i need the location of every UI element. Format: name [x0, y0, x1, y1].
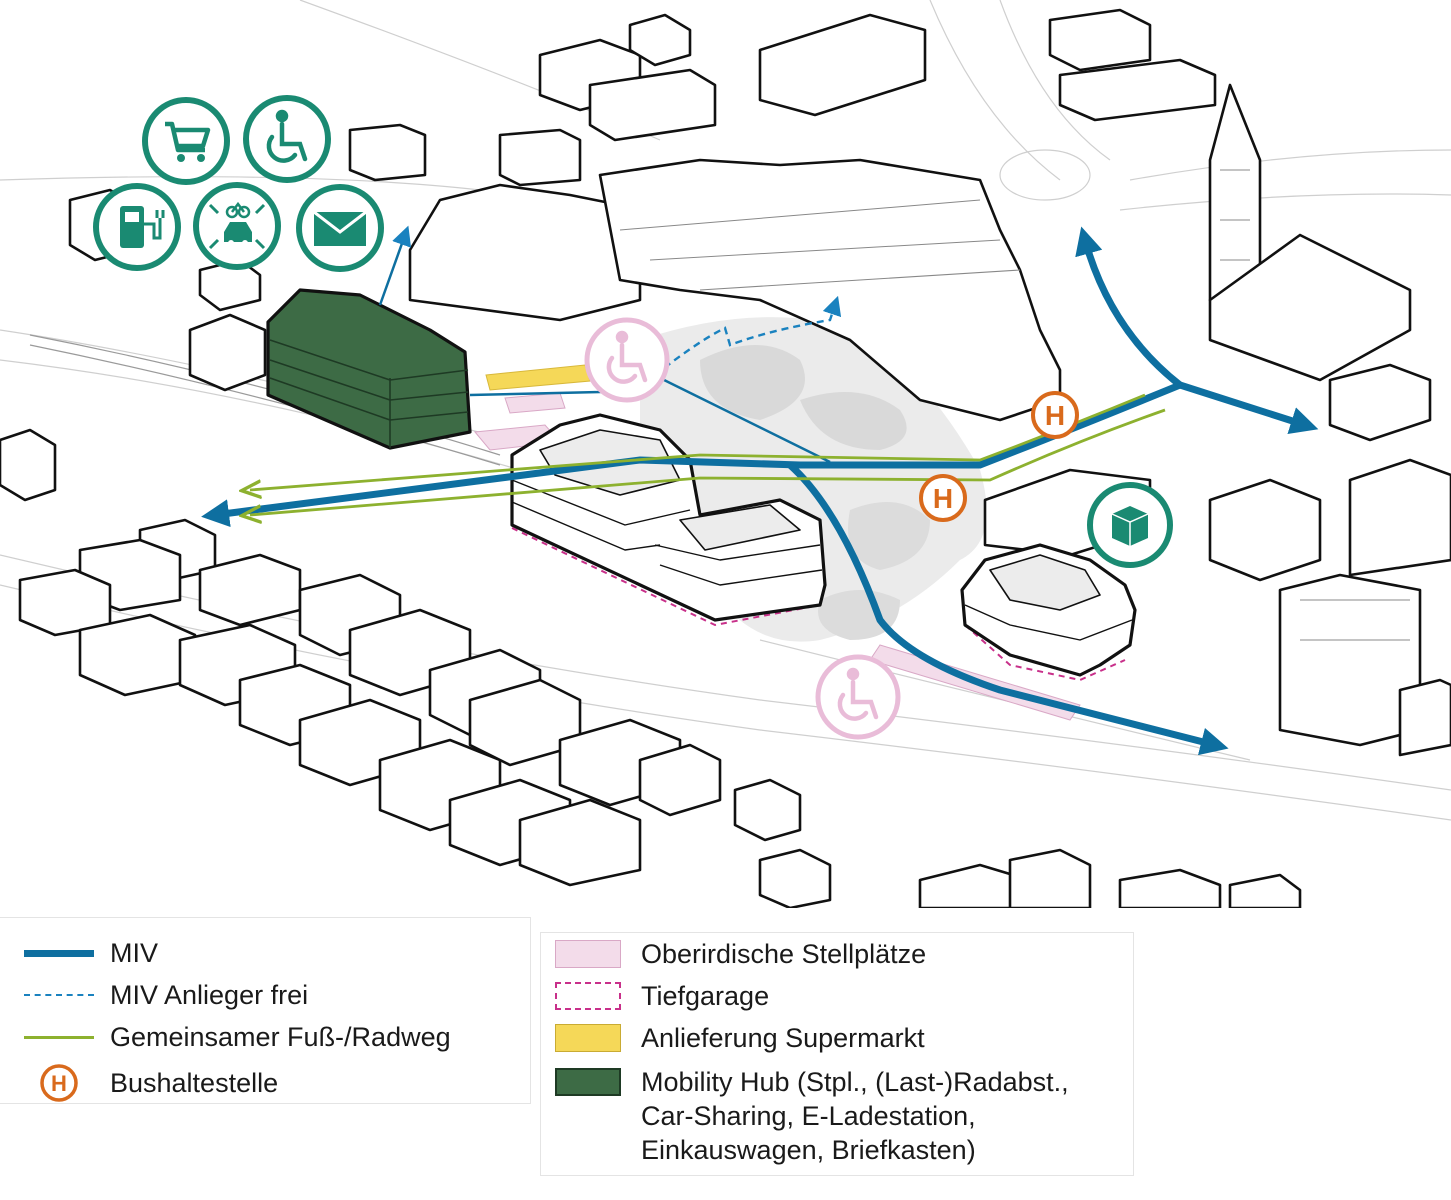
legend-label: Bushaltestelle: [110, 1068, 279, 1098]
legend-item-mobility-hub: Mobility Hub (Stpl., (Last-)Radabst., Ca…: [555, 1065, 1069, 1167]
anlieferung-swatch: [555, 1024, 621, 1052]
wheelchair-icon: [815, 654, 901, 740]
mail-icon: [296, 184, 384, 272]
legend-label: MIV Anlieger frei: [110, 980, 309, 1010]
facade-details: [619, 169, 1410, 641]
legend-label-line: Einkauswagen, Briefkasten): [641, 1135, 976, 1165]
site-plan-map: H H: [0, 0, 1451, 908]
legend-item-anlieferung: Anlieferung Supermarkt: [555, 1021, 925, 1055]
legend-label: Oberirdische Stellplätze: [641, 939, 927, 969]
fuss-radweg-swatch: [24, 1035, 94, 1039]
underground-garage: [511, 527, 1126, 682]
svg-text:H: H: [933, 483, 953, 514]
wheelchair-icon: [243, 95, 331, 183]
svg-text:H: H: [1045, 400, 1065, 431]
bus-stop-icon: H: [24, 1063, 94, 1103]
legend-label: Tiefgarage: [641, 981, 770, 1011]
tiefgarage-swatch: [555, 982, 621, 1010]
miv-anlieger-swatch: [24, 994, 94, 996]
miv-swatch: [24, 949, 94, 957]
legend-item-fuss-radweg: Gemeinsamer Fuß-/Radweg: [24, 1020, 451, 1054]
new-building-b: [960, 543, 1137, 677]
legend-item-stellplaetze: Oberirdische Stellplätze: [555, 937, 926, 971]
legend-label-line: Mobility Hub (Stpl., (Last-)Radabst.,: [641, 1067, 1069, 1097]
delivery-zone: [485, 364, 591, 391]
legend-left: MIV MIV Anlieger frei Gemeinsamer Fuß-/R…: [0, 917, 531, 1104]
legend-label: Anlieferung Supermarkt: [641, 1023, 925, 1053]
legend-label: Mobility Hub (Stpl., (Last-)Radabst., Ca…: [641, 1065, 1069, 1167]
cube-icon: [1087, 482, 1173, 568]
mobility-hub-building: [266, 288, 472, 450]
svg-text:H: H: [51, 1071, 67, 1096]
legend-item-tiefgarage: Tiefgarage: [555, 979, 769, 1013]
bus-stop-2: H: [919, 474, 967, 522]
legend-item-miv: MIV: [24, 936, 158, 970]
miv-access-north: [378, 225, 412, 306]
bus-stop-1: H: [1031, 391, 1079, 439]
legend-label: Gemeinsamer Fuß-/Radweg: [110, 1022, 451, 1052]
car-bike-sharing-icon: [193, 182, 281, 270]
legend-item-miv-anlieger: MIV Anlieger frei: [24, 978, 308, 1012]
legend-item-bushaltestelle: H Bushaltestelle: [24, 1063, 278, 1103]
legend-label: MIV: [110, 938, 159, 968]
charging-station-icon: [93, 183, 181, 271]
legend-right: Oberirdische Stellplätze Tiefgarage Anli…: [540, 932, 1134, 1176]
stellplaetze-swatch: [555, 940, 621, 968]
shopping-cart-icon: [142, 97, 230, 185]
mobility-hub-swatch: [555, 1068, 621, 1096]
wheelchair-icon: [584, 317, 670, 403]
context-buildings: [0, 8, 1451, 908]
legend-label-line: Car-Sharing, E-Ladestation,: [641, 1101, 976, 1131]
miv-anlieger-route: [654, 295, 842, 376]
